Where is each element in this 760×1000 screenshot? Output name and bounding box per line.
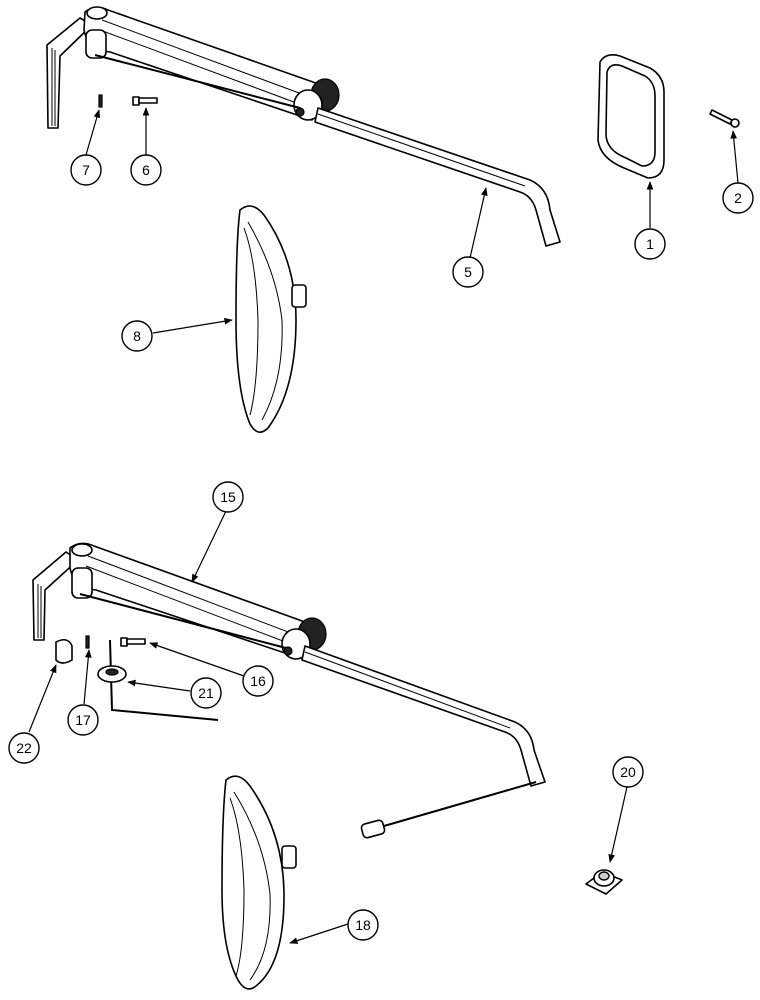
upper-arm-body [83,6,331,121]
callout-21: 21 [190,677,222,709]
svg-text:22: 22 [16,740,32,756]
pin-part-7 [98,94,103,108]
clip-part-22 [55,638,73,664]
svg-text:6: 6 [142,162,150,178]
switch-part-20 [585,869,623,895]
svg-text:21: 21 [198,685,214,701]
leader-lines [28,107,739,944]
upper-extension-rod [314,107,561,247]
mirror-frame-part-1 [597,54,665,179]
lower-mount-bracket [32,551,79,641]
lower-extension-rod [301,645,546,787]
svg-text:20: 20 [620,764,636,780]
svg-text:5: 5 [464,264,472,280]
svg-text:16: 16 [250,673,266,689]
callout-18: 18 [347,909,379,941]
grommet-part-21 [97,665,127,683]
screw-part-2 [709,109,740,128]
svg-text:8: 8 [133,328,141,344]
callout-17: 17 [67,704,99,736]
svg-text:1: 1 [646,236,654,252]
lower-mirror-head-part-18 [221,775,297,990]
svg-text:7: 7 [82,162,90,178]
upper-mount-bracket [46,17,93,129]
callout-15: 15 [212,481,244,513]
lower-mirror-arm-assembly [32,542,546,827]
callout-1: 1 [634,228,666,260]
upper-mirror-arm-assembly [46,6,561,247]
upper-mirror-head-part-8 [235,205,307,433]
callout-20: 20 [612,756,644,788]
svg-text:17: 17 [75,712,91,728]
bolt-part-6 [132,96,158,106]
callout-16: 16 [242,665,274,697]
callout-22: 22 [8,732,40,764]
connector-plug [360,819,386,839]
svg-text:2: 2 [734,190,742,206]
callout-5: 5 [452,256,484,288]
svg-text:15: 15 [220,489,236,505]
callout-6: 6 [130,154,162,186]
callout-8: 8 [121,320,153,352]
callout-7: 7 [70,154,102,186]
pin-part-17 [85,635,90,649]
bolt-part-16 [120,637,146,647]
callout-2: 2 [722,182,754,214]
svg-text:18: 18 [355,917,371,933]
